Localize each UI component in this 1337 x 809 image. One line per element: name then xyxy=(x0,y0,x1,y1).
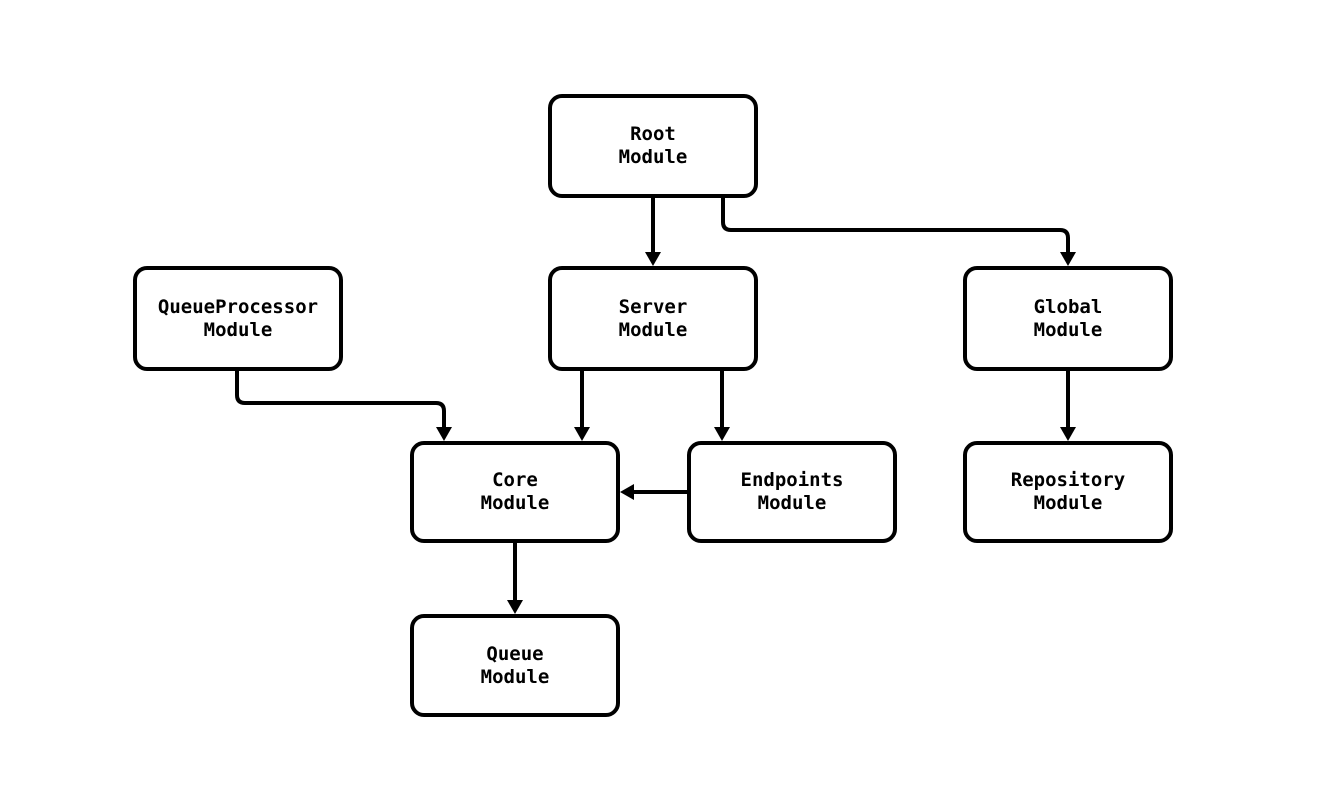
node-server-label-line1: Server xyxy=(618,295,688,318)
node-repository-label-line2: Module xyxy=(1033,492,1103,514)
node-queueprocessor-label-line1: QueueProcessor xyxy=(157,295,319,318)
node-repository-label-line1: Repository xyxy=(1010,469,1126,491)
node-core-label-line2: Module xyxy=(480,492,550,514)
node-queue-label-line1: Queue xyxy=(486,642,544,665)
node-root[interactable]: Root Module xyxy=(548,94,758,198)
edge-root-global xyxy=(721,198,1076,266)
node-queueprocessor[interactable]: QueueProcessor Module xyxy=(133,266,343,371)
edge-core-queue xyxy=(507,543,523,614)
node-global[interactable]: Global Module xyxy=(963,266,1173,371)
node-queue[interactable]: Queue Module xyxy=(410,614,620,717)
edge-queueprocessor-core xyxy=(235,371,452,441)
edge-global-repository xyxy=(1060,371,1076,441)
edge-server-core xyxy=(574,371,590,441)
node-repository[interactable]: Repository Module xyxy=(963,441,1173,543)
node-endpoints[interactable]: Endpoints Module xyxy=(687,441,897,543)
node-root-label-line1: Root xyxy=(630,123,676,145)
node-root-label-line2: Module xyxy=(618,146,688,168)
node-global-label-line1: Global xyxy=(1033,295,1103,318)
node-global-label-line2: Module xyxy=(1033,318,1103,341)
node-core[interactable]: Core Module xyxy=(410,441,620,543)
edge-server-endpoints xyxy=(714,371,730,441)
node-server-label-line2: Module xyxy=(618,318,688,341)
node-core-label-line1: Core xyxy=(492,469,538,491)
node-endpoints-label-line2: Module xyxy=(757,492,827,514)
node-queueprocessor-label-line2: Module xyxy=(203,318,273,341)
edge-root-server xyxy=(645,198,661,266)
node-queue-label-line2: Module xyxy=(480,665,550,688)
edge-endpoints-core xyxy=(620,484,687,500)
node-endpoints-label-line1: Endpoints xyxy=(740,469,844,491)
node-server[interactable]: Server Module xyxy=(548,266,758,371)
